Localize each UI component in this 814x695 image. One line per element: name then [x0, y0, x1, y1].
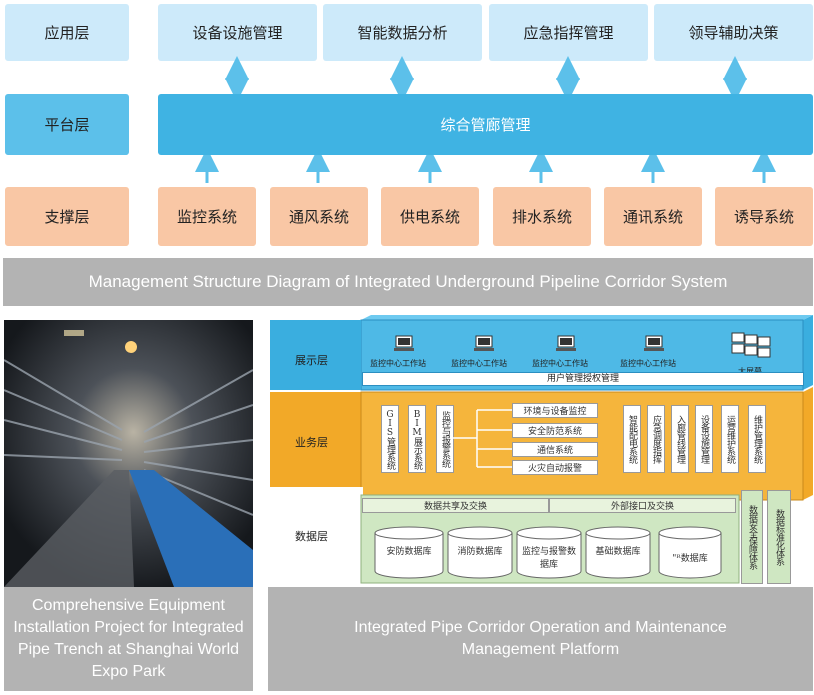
system-box: BIM展示系统	[408, 405, 426, 473]
sub-item-box: 环境与设备监控	[512, 403, 598, 418]
app-box-2: 智能数据分析	[323, 4, 482, 61]
support-box-4: 排水系统	[493, 187, 591, 246]
system-box: GIS管理系统	[381, 405, 399, 473]
top-caption: Management Structure Diagram of Integrat…	[3, 258, 813, 306]
database-label: 监控与报警数据库	[521, 547, 576, 570]
system-box: 监控与报警系统	[436, 405, 454, 473]
workstation-icon	[394, 335, 414, 351]
workstation-label-1: 监控中心工作站	[370, 359, 426, 368]
platform-caption: Integrated Pipe Corridor Operation and M…	[268, 587, 813, 691]
system-box: 应急调度指挥	[647, 405, 665, 473]
data-layer-label: 数据层	[295, 530, 328, 543]
app-box-3: 应急指挥管理	[489, 4, 648, 61]
user-management-bar: 用户管理授权管理	[362, 372, 804, 386]
app-box-4: 领导辅助决策	[654, 4, 813, 61]
support-box-5: 通讯系统	[604, 187, 702, 246]
system-box: 维护管理系统	[748, 405, 766, 473]
big-screen-icon	[731, 332, 771, 358]
big-screen-label: 大屏幕	[738, 366, 762, 377]
system-box: 运营维护系统	[721, 405, 739, 473]
database-cylinders	[374, 526, 722, 579]
workstation-label-3: 监控中心工作站	[532, 359, 588, 368]
bidirectional-arrows	[195, 56, 776, 183]
support-box-2: 通风系统	[270, 187, 368, 246]
photo-caption: Comprehensive Equipment Installation Pro…	[4, 587, 253, 691]
business-layer-label: 业务层	[295, 436, 328, 449]
sub-item-box: 安全防范系统	[512, 423, 598, 438]
data-standard-box: 数据标准化体系	[767, 490, 791, 584]
support-box-3: 供电系统	[381, 187, 479, 246]
workstation-icon	[556, 335, 576, 351]
workstation-icon	[644, 335, 664, 351]
support-box-6: 诱导系统	[715, 187, 813, 246]
app-layer-label: 应用层	[5, 4, 129, 61]
database-label: 安防数据库	[386, 547, 432, 557]
database-label: 基础数据库	[595, 547, 641, 557]
platform-layer-label: 平台层	[5, 94, 129, 155]
data-security-box: 数据安全保障体系	[741, 490, 763, 584]
platform-main-box: 综合管廊管理	[158, 94, 813, 155]
support-box-1: 监控系统	[158, 187, 256, 246]
app-box-1: 设备设施管理	[158, 4, 317, 61]
display-layer-label: 展示层	[295, 354, 328, 367]
system-box: 设备设施管理	[695, 405, 713, 473]
workstation-label-4: 监控中心工作站	[620, 359, 676, 368]
data-share-bar: 数据共享及交换	[362, 498, 549, 513]
support-layer-label: 支撑层	[5, 187, 129, 246]
external-interface-bar: 外部接口及交换	[549, 498, 736, 513]
connector-lines	[452, 409, 512, 468]
database-label: "ᴿ数据库	[672, 554, 708, 564]
sub-item-box: 火灾自动报警	[512, 460, 598, 475]
database-label: 消防数据库	[457, 547, 503, 557]
workstation-label-2: 监控中心工作站	[451, 359, 507, 368]
tunnel-photo	[4, 320, 253, 587]
system-box: 智能配电系统	[623, 405, 641, 473]
sub-item-box: 通信系统	[512, 442, 598, 457]
workstation-icon	[474, 335, 494, 351]
system-box: 入廊管线管理	[671, 405, 689, 473]
